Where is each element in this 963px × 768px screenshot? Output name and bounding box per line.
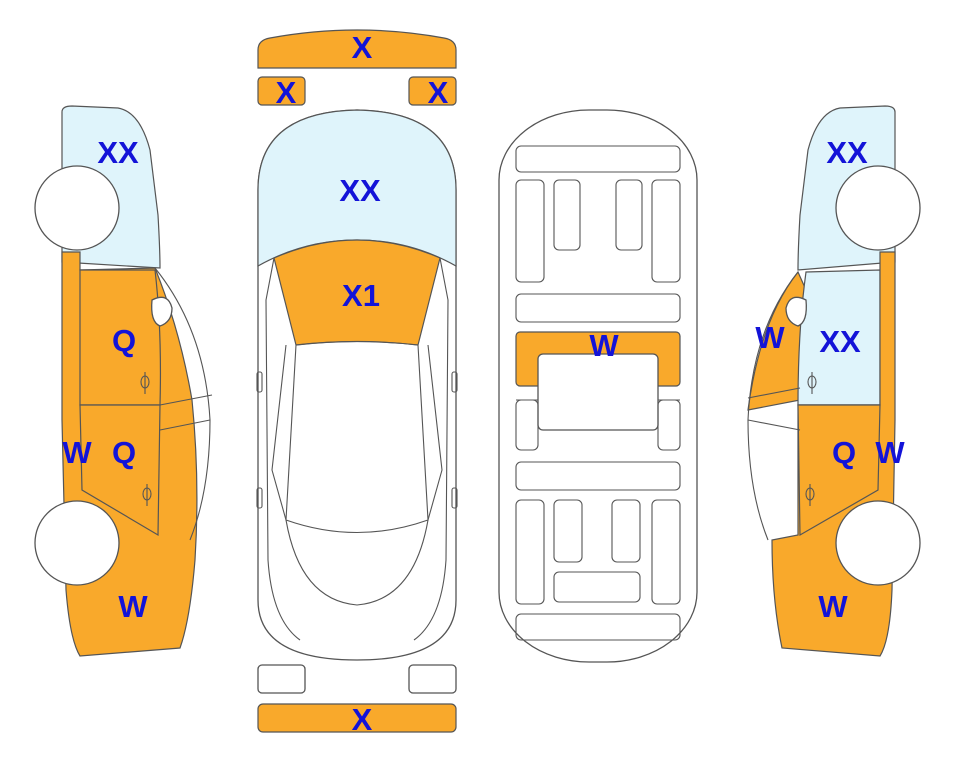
- front-bumper[interactable]: [257, 29, 457, 69]
- label-left-rear-quarter: W: [118, 589, 148, 624]
- label-right-rear-quarter: W: [818, 589, 848, 624]
- left-rear-door[interactable]: [79, 404, 161, 537]
- label-right-sill: W: [875, 435, 905, 470]
- right-headlight[interactable]: [408, 76, 457, 106]
- underbody-view: [498, 109, 698, 663]
- right-front-wheel[interactable]: [835, 165, 921, 251]
- label-front-bumper: X: [352, 30, 373, 65]
- right-taillight[interactable]: [408, 664, 457, 694]
- label-right-rear-door: Q: [832, 435, 856, 470]
- label-rear-bumper: X: [352, 702, 373, 737]
- label-right-rear-window: XX: [819, 324, 861, 359]
- left-side-view: [34, 105, 213, 657]
- top-view: [256, 29, 458, 733]
- label-left-rear-door: Q: [112, 435, 136, 470]
- label-right-windows: XX: [826, 135, 868, 170]
- label-windshield: XX: [339, 173, 381, 208]
- right-side-view: [747, 105, 921, 657]
- left-rear-wheel[interactable]: [34, 500, 120, 586]
- right-rear-door[interactable]: [797, 404, 881, 537]
- label-underbody-bar: W: [589, 328, 619, 363]
- left-front-wheel[interactable]: [34, 165, 120, 251]
- label-left-windows: XX: [97, 135, 139, 170]
- rear-bumper[interactable]: [257, 703, 457, 733]
- damage-labels: X X X XX X1 X W XX Q Q W W XX W XX Q W W: [62, 30, 905, 737]
- right-rear-wheel[interactable]: [835, 500, 921, 586]
- label-right-pillar: W: [755, 320, 785, 355]
- label-left-front-door: Q: [112, 323, 136, 358]
- left-taillight[interactable]: [257, 664, 306, 694]
- label-left-sill: W: [62, 435, 92, 470]
- label-left-headlight: X: [276, 75, 297, 110]
- label-hood: X1: [342, 278, 380, 313]
- label-right-headlight: X: [428, 75, 449, 110]
- left-headlight[interactable]: [257, 76, 306, 106]
